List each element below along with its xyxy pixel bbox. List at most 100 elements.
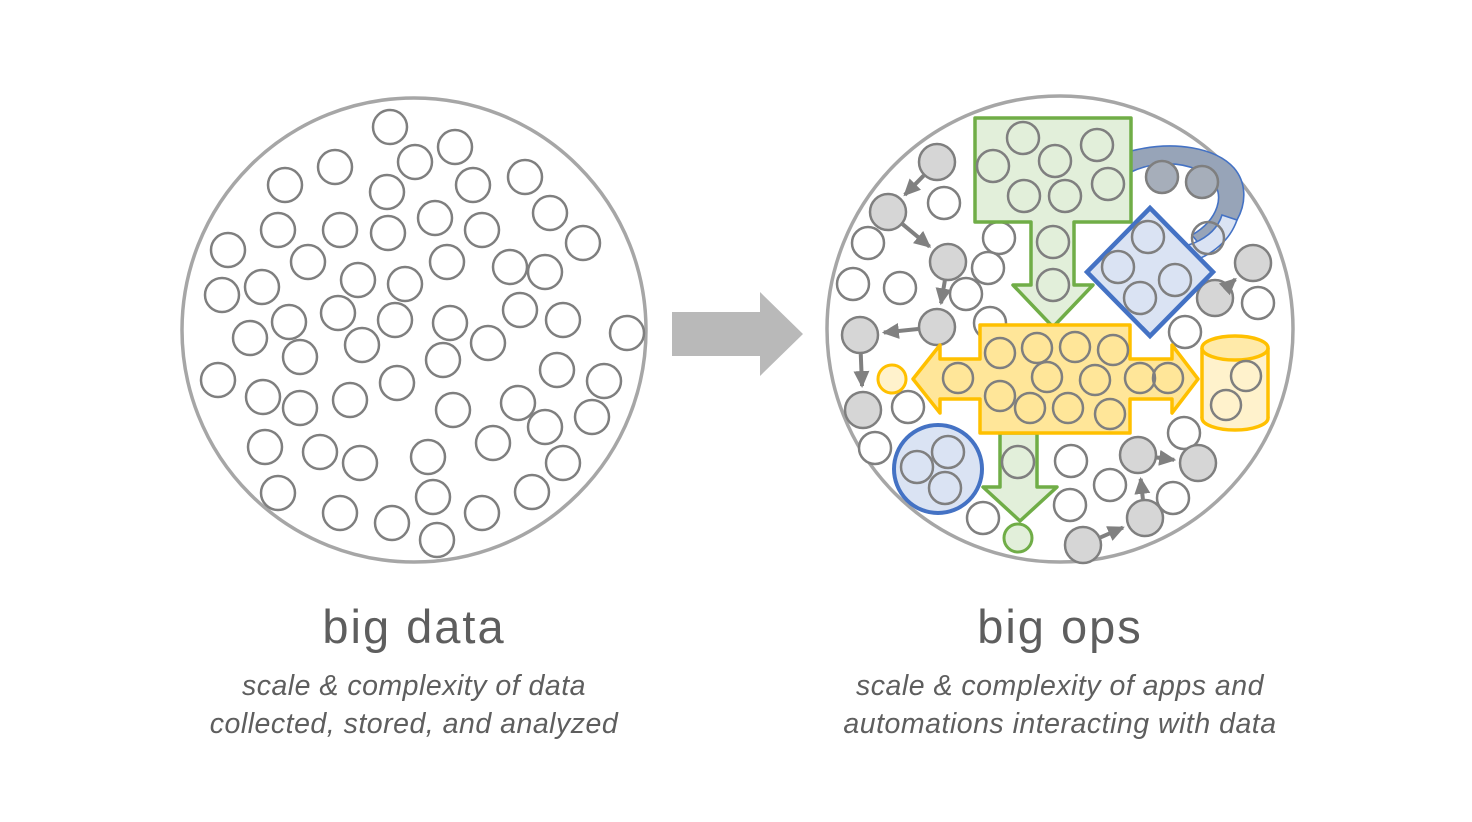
data-dot bbox=[434, 391, 472, 429]
data-dot bbox=[270, 303, 308, 341]
app-diamond-blue bbox=[1083, 204, 1217, 340]
big-data-circle bbox=[180, 96, 648, 564]
data-dot bbox=[835, 266, 871, 302]
data-dot bbox=[1209, 388, 1243, 422]
data-dot bbox=[1151, 361, 1185, 395]
data-dot bbox=[386, 265, 424, 303]
automation-node bbox=[1063, 525, 1103, 565]
data-dot bbox=[1005, 120, 1041, 156]
data-dot bbox=[1058, 330, 1092, 364]
data-dot bbox=[1078, 363, 1112, 397]
big-data-subtitle-line1: scale & complexity of data bbox=[241, 670, 587, 703]
automation-node bbox=[1118, 435, 1158, 475]
data-dot bbox=[243, 268, 281, 306]
data-dot bbox=[1090, 166, 1126, 202]
data-dot bbox=[608, 314, 646, 352]
data-dot bbox=[376, 301, 414, 339]
result-dot-green bbox=[1002, 522, 1034, 554]
data-dot bbox=[526, 408, 564, 446]
data-dot bbox=[926, 185, 962, 221]
data-dot bbox=[513, 473, 551, 511]
big-data-caption: big data scale & complexity of data coll… bbox=[84, 600, 744, 743]
data-dot bbox=[531, 194, 569, 232]
automation-link bbox=[1099, 525, 1125, 541]
data-dot bbox=[259, 211, 297, 249]
data-dot bbox=[368, 173, 406, 211]
data-dot bbox=[259, 474, 297, 512]
data-dot bbox=[526, 253, 564, 291]
data-dot bbox=[1013, 391, 1047, 425]
automation-node bbox=[917, 142, 957, 182]
data-dot bbox=[463, 494, 501, 532]
data-dot bbox=[1047, 178, 1083, 214]
automation-node bbox=[1233, 243, 1273, 283]
big-data-subtitle-line2: collected, stored, and analyzed bbox=[209, 707, 619, 740]
data-dot bbox=[975, 148, 1011, 184]
data-dot bbox=[416, 199, 454, 237]
data-dot bbox=[436, 128, 474, 166]
data-dot bbox=[244, 378, 282, 416]
data-dot bbox=[289, 243, 327, 281]
big-ops-title: big ops bbox=[977, 600, 1143, 653]
big-data-title: big data bbox=[322, 600, 506, 653]
data-dot bbox=[373, 504, 411, 542]
transform-arrow bbox=[672, 292, 803, 376]
automation-node bbox=[1178, 443, 1218, 483]
data-dot bbox=[321, 494, 359, 532]
data-dot bbox=[343, 326, 381, 364]
automation-node bbox=[1125, 498, 1165, 538]
data-dot bbox=[431, 304, 469, 342]
data-dot bbox=[1006, 178, 1042, 214]
automation-node bbox=[840, 315, 880, 355]
big-ops-subtitle: scale & complexity of apps and automatio… bbox=[730, 668, 1390, 743]
data-dot bbox=[890, 389, 926, 425]
data-dot bbox=[246, 428, 284, 466]
data-dot bbox=[418, 521, 456, 559]
ribbon-dot bbox=[1184, 164, 1220, 200]
big-ops-subtitle-line1: scale & complexity of apps and bbox=[856, 670, 1264, 703]
data-dot bbox=[428, 243, 466, 281]
data-dot bbox=[1167, 314, 1203, 350]
data-dot bbox=[301, 433, 339, 471]
data-dot bbox=[1079, 127, 1115, 163]
data-dot bbox=[573, 398, 611, 436]
data-dot bbox=[1123, 361, 1157, 395]
data-dot bbox=[1035, 267, 1071, 303]
data-dot bbox=[983, 336, 1017, 370]
data-dot bbox=[1093, 397, 1127, 431]
automation-node bbox=[928, 242, 968, 282]
data-dot bbox=[1051, 391, 1085, 425]
data-dot bbox=[331, 381, 369, 419]
data-dot bbox=[1100, 249, 1136, 285]
data-dot bbox=[927, 470, 963, 506]
automation-node bbox=[843, 390, 883, 430]
data-dot bbox=[544, 301, 582, 339]
data-dot bbox=[981, 220, 1017, 256]
automation-link bbox=[1134, 476, 1151, 500]
ribbon-dot bbox=[1190, 220, 1226, 256]
data-dot bbox=[1240, 285, 1276, 321]
big-ops-caption: big ops scale & complexity of apps and a… bbox=[730, 600, 1390, 743]
big-ops-circle bbox=[825, 94, 1295, 565]
data-dot bbox=[321, 211, 359, 249]
data-dot bbox=[1030, 360, 1064, 394]
automation-link bbox=[881, 323, 919, 339]
trigger-dot-yellow bbox=[876, 363, 908, 395]
data-dot bbox=[319, 294, 357, 332]
data-dot bbox=[850, 225, 886, 261]
data-dot bbox=[899, 449, 935, 485]
data-dot bbox=[965, 500, 1001, 536]
data-dot bbox=[231, 319, 269, 357]
data-dot bbox=[409, 438, 447, 476]
data-dot bbox=[882, 270, 918, 306]
automation-link bbox=[901, 222, 932, 249]
data-dot bbox=[1037, 143, 1073, 179]
data-dot bbox=[281, 338, 319, 376]
data-dot bbox=[369, 214, 407, 252]
data-dot bbox=[1155, 480, 1191, 516]
data-dot bbox=[454, 166, 492, 204]
data-dot bbox=[281, 389, 319, 427]
data-dot bbox=[414, 478, 452, 516]
